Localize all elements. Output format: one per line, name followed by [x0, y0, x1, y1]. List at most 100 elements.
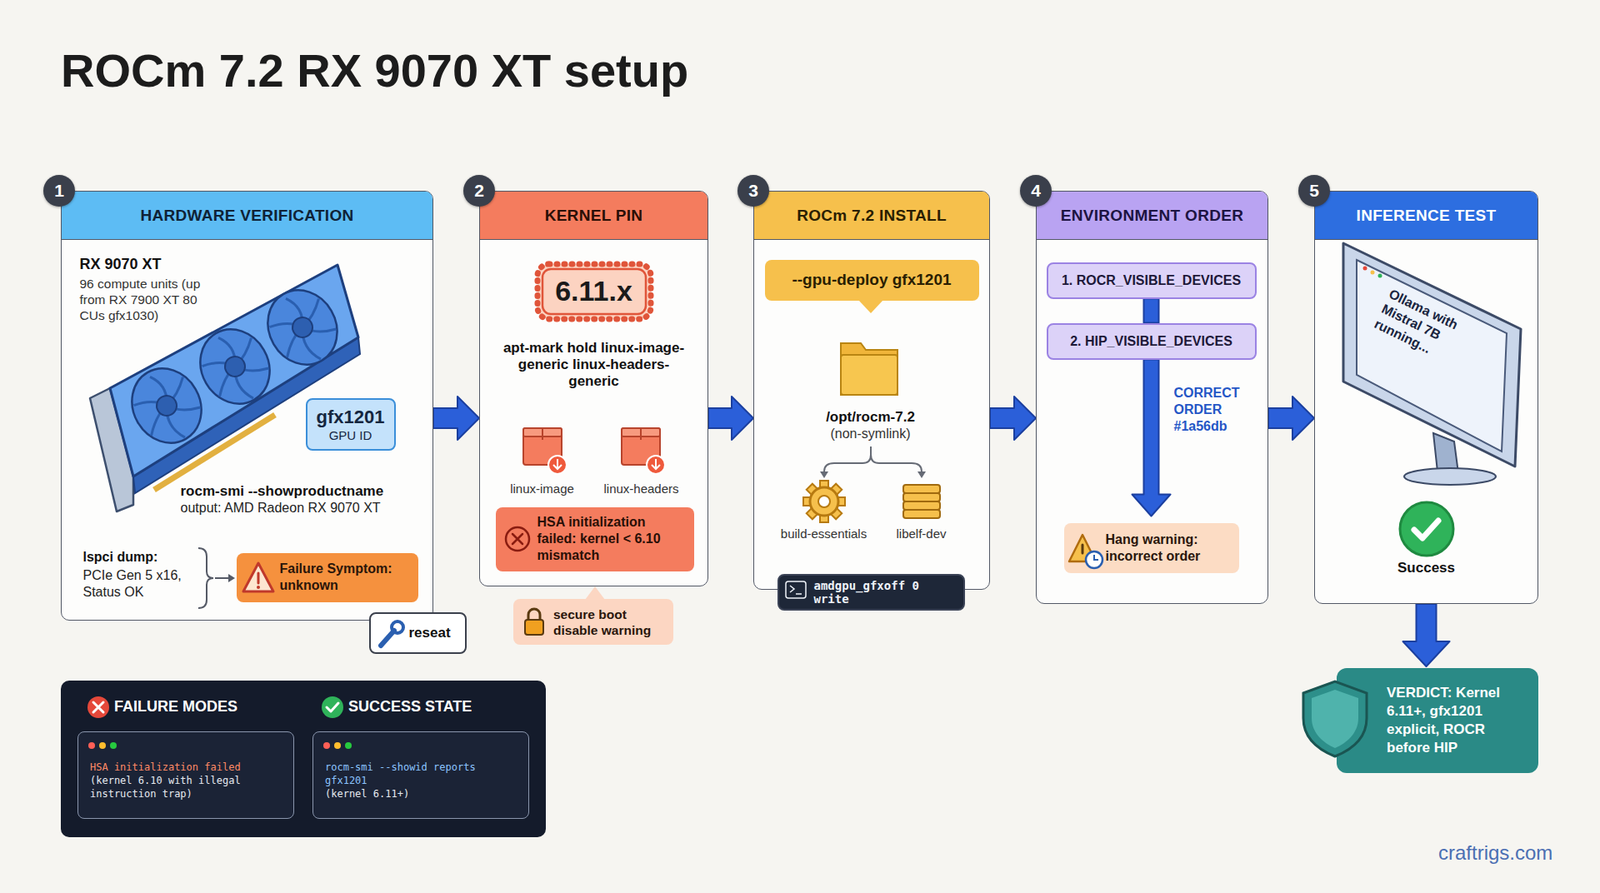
- symptom-box: Failure Symptom: unknown: [236, 553, 419, 603]
- node-text: GPU ID: [329, 428, 373, 443]
- deco-circle: [391, 621, 404, 634]
- warning-callout: secure boot disable warning: [513, 599, 674, 645]
- deco-circle: [1363, 266, 1368, 271]
- text-slot: output: AMD Radeon RX 9070 XT: [180, 500, 427, 516]
- deco-rect: [479, 190, 709, 587]
- text-slot: lspci dump:: [83, 550, 200, 565]
- text-slot: HSA initialization failed: [90, 760, 241, 775]
- flow-arrow: [1403, 604, 1450, 667]
- node-text: PCIe Gen 5 x16, Status OK: [83, 567, 195, 601]
- deco-rect: [60, 190, 434, 621]
- status-panel: FAILURE MODES SUCCESS STATE HSA initializa…: [60, 680, 546, 838]
- node-text: output: AMD Radeon RX 9070 XT: [180, 500, 427, 516]
- text-slot: apt-mark hold linux-image-generic linux-…: [495, 340, 693, 390]
- deco-svg: [1336, 668, 1387, 774]
- text-slot: RX 9070 XT: [80, 255, 264, 274]
- callout-number: 3: [737, 175, 770, 207]
- deco-circle: [1085, 551, 1103, 569]
- deco-svg: [78, 732, 129, 758]
- arrow-stem: [1144, 299, 1160, 324]
- deco-polygon: [858, 300, 884, 314]
- text-slot: FAILURE MODES: [114, 698, 298, 716]
- text-slot: build-essentials: [770, 526, 879, 541]
- flow-arrow: [708, 396, 754, 440]
- text-slot: HARDWARE VERIFICATION: [61, 191, 433, 240]
- text-slot: linux-headers: [595, 481, 689, 496]
- text-slot: reseat: [409, 625, 451, 642]
- deco-svg: [513, 599, 555, 645]
- version-stamp: 6.11.x: [534, 260, 655, 323]
- deco-path: [870, 455, 922, 472]
- flow-arrow: [1132, 360, 1171, 517]
- text-slot: (kernel 6.11+): [325, 787, 410, 801]
- label-slot: craftrigs.com: [1438, 841, 1593, 865]
- deco-circle: [87, 696, 110, 719]
- node-text: amdgpu_gfxoff 0 write: [814, 579, 957, 606]
- node-text: rocm-smi --showproductname: [180, 483, 427, 500]
- deco-rect: [1314, 190, 1539, 605]
- flow-arrow: [1268, 396, 1315, 440]
- deco-rect: [525, 620, 544, 635]
- node-text: --gpu-deploy gfx1201: [791, 270, 951, 290]
- node-text: (non-symlink): [779, 426, 963, 442]
- node-text: linux-image: [496, 481, 589, 496]
- node-text: Hang warning: incorrect order: [1105, 531, 1233, 565]
- deco-path: [790, 585, 802, 595]
- node-text: CORRECT ORDER #1a56db: [1174, 385, 1243, 435]
- text-slot: GPU ID: [329, 428, 373, 443]
- deco-polygon: [1433, 433, 1459, 474]
- text-slot: (non-symlink): [779, 426, 963, 442]
- deco-circle: [323, 742, 330, 750]
- node-text: SUCCESS STATE: [348, 698, 532, 716]
- flow-arrow: [990, 396, 1036, 440]
- deco-svg: [313, 732, 364, 758]
- callout-number: 4: [1020, 175, 1052, 207]
- text-slot: (kernel 6.10 with illegal instruction tr…: [90, 774, 284, 801]
- text-slot: secure boot disable warning: [553, 606, 667, 639]
- deco-circle: [321, 696, 344, 719]
- panel-heading: HARDWARE VERIFICATION: [140, 206, 354, 225]
- node-text: HSA initialization failed: [90, 760, 241, 775]
- deco-circle: [99, 742, 106, 750]
- text-slot: Ollama with Mistral 7B running...: [1370, 285, 1490, 379]
- deco-polygon: [820, 471, 829, 479]
- env-var-box: 1. ROCR_VISIBLE_DEVICES: [1046, 262, 1257, 300]
- text-slot: gfx1201: [316, 406, 385, 429]
- deco-svg: [495, 507, 538, 572]
- deco-circle: [1378, 274, 1383, 279]
- text-slot: Success: [1376, 560, 1477, 577]
- deco-path: [1303, 681, 1367, 757]
- deco-circle: [1370, 270, 1375, 275]
- deco-path: [553, 459, 562, 470]
- deco-rect: [903, 501, 940, 510]
- text-slot: VERDICT: Kernel 6.11+, gfx1201 explicit,…: [1386, 684, 1527, 758]
- text-slot: KERNEL PIN: [480, 191, 708, 240]
- text-slot: /opt/rocm-7.2: [779, 409, 963, 426]
- text-slot: 96 compute units (up from RX 7900 XT 80 …: [80, 275, 207, 324]
- deco-path: [528, 609, 540, 620]
- deco-circle: [88, 742, 95, 750]
- node-text: RX 9070 XT: [80, 255, 264, 274]
- deco-path: [326, 703, 339, 712]
- deco-polygon: [585, 586, 605, 600]
- deco-rect: [903, 493, 940, 502]
- deco-circle: [110, 742, 117, 750]
- deco-path: [256, 573, 260, 584]
- deco-polygon: [1343, 243, 1521, 467]
- folder-icon: [840, 343, 898, 395]
- deco-circle: [818, 495, 830, 508]
- deco-circle: [334, 742, 341, 750]
- node-text: rocm-smi --showid reports gfx1201: [325, 760, 519, 788]
- panel-heading: ENVIRONMENT ORDER: [1060, 206, 1244, 225]
- text-slot: rocm-smi --showid reports gfx1201: [325, 760, 519, 788]
- gpu-id-box: gfx1201GPU ID: [305, 398, 396, 451]
- stage-panel: ENVIRONMENT ORDER CORRECT ORDER #1a56db 1.…: [1035, 190, 1269, 605]
- text-slot: rocm-smi --showproductname: [180, 483, 427, 500]
- node-text: secure boot disable warning: [553, 606, 667, 639]
- deco-g: [523, 428, 567, 475]
- text-slot: HSA initialization failed: kernel < 6.10…: [537, 514, 688, 565]
- text-slot: ENVIRONMENT ORDER: [1036, 191, 1268, 240]
- watermark: craftrigs.com: [1438, 841, 1593, 865]
- deco-rect: [542, 269, 646, 315]
